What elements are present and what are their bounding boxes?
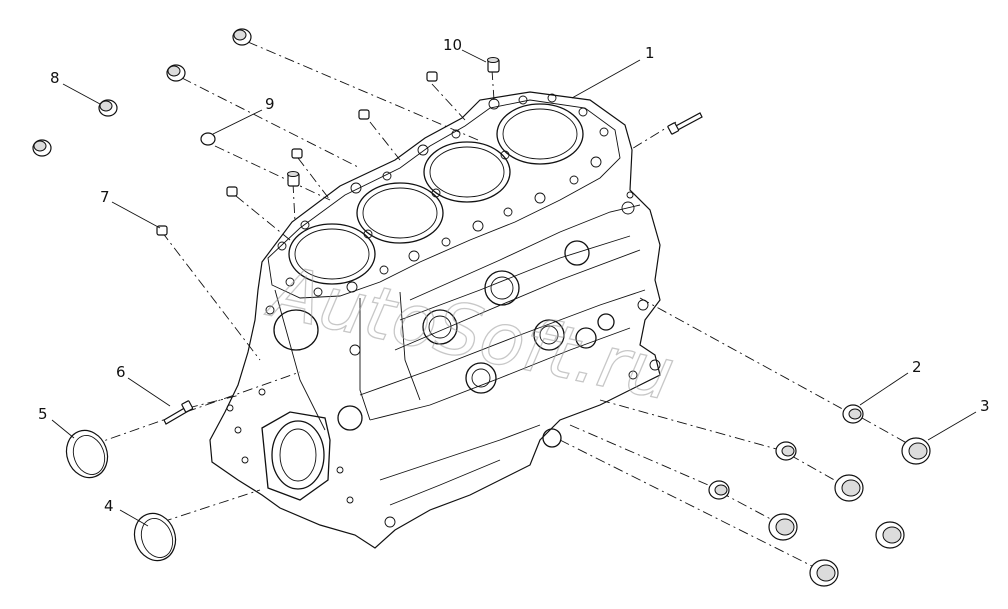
leader-lines (51, 49, 977, 527)
plug-icon (200, 132, 216, 146)
callout-7: 7 (100, 188, 110, 206)
callout-labels: 1 2 3 4 5 6 7 8 9 10 (38, 36, 990, 515)
plug-icon (166, 64, 186, 82)
small-parts (32, 28, 931, 587)
sleeve-icon (287, 57, 500, 187)
seal-ring-icon (65, 429, 109, 479)
callout-10: 10 (443, 36, 462, 54)
core-plug-icon (775, 441, 797, 461)
plug-icon (32, 139, 52, 157)
core-plug-icon (809, 559, 839, 587)
dowel-pin-icon (156, 71, 438, 236)
core-plug-icon (875, 521, 905, 549)
callout-2: 2 (912, 358, 922, 376)
callout-9: 9 (265, 95, 275, 113)
callout-5: 5 (38, 405, 48, 423)
callout-8: 8 (50, 69, 60, 87)
bolt-icon (163, 112, 703, 425)
callout-4: 4 (104, 497, 114, 515)
callout-1: 1 (645, 44, 655, 62)
core-plug-icon (901, 437, 931, 465)
plug-icon (232, 28, 252, 46)
core-plug-icon (834, 474, 864, 502)
callout-6: 6 (116, 363, 126, 381)
core-plug-icon (708, 480, 730, 500)
deck-holes (277, 93, 609, 297)
assembly-lines (91, 41, 913, 571)
core-plug-icon (768, 513, 798, 541)
seal-ring-icon (133, 512, 177, 562)
plug-icon (98, 99, 118, 117)
core-plug-icon (842, 404, 864, 424)
callout-3: 3 (980, 397, 990, 415)
cylinder-block (209, 91, 661, 549)
